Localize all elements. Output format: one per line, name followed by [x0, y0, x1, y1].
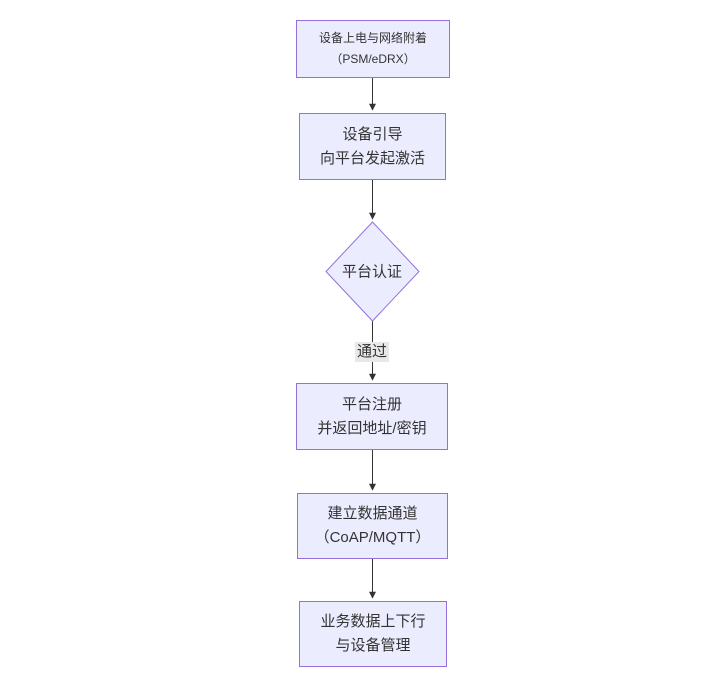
- node-power-attach-line2: （PSM/eDRX）: [330, 52, 416, 66]
- edge-label-pass: 通过: [354, 342, 390, 362]
- node-auth-label: 平台认证: [341, 263, 403, 281]
- node-power-attach: 设备上电与网络附着 （PSM/eDRX）: [296, 20, 450, 78]
- node-bootstrap-line2: 向平台发起激活: [319, 149, 425, 167]
- node-register: 平台注册 并返回地址/密钥: [296, 383, 448, 450]
- node-bootstrap: 设备引导 向平台发起激活: [299, 113, 446, 180]
- node-data-channel-line1: 建立数据通道: [327, 505, 418, 522]
- node-business-line1: 业务数据上下行: [320, 613, 426, 630]
- decision-diamond-auth: [325, 221, 420, 322]
- node-power-attach-line1: 设备上电与网络附着: [318, 31, 427, 45]
- node-business-line2: 与设备管理: [335, 637, 411, 654]
- node-register-line2: 并返回地址/密钥: [317, 419, 427, 437]
- node-bootstrap-line1: 设备引导: [342, 125, 403, 143]
- node-data-channel: 建立数据通道 （CoAP/MQTT）: [297, 493, 448, 559]
- node-register-line1: 平台注册: [341, 395, 402, 413]
- node-data-channel-line2: （CoAP/MQTT）: [314, 529, 431, 546]
- node-business: 业务数据上下行 与设备管理: [299, 601, 447, 667]
